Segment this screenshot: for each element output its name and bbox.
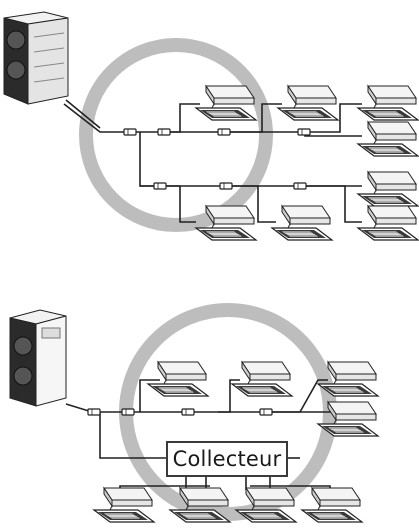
- collector-label: Collecteur: [172, 447, 282, 471]
- indoor-cassette-icon: [235, 487, 297, 523]
- branch-joint-icon: [217, 128, 231, 136]
- branch-joint-icon: [153, 182, 167, 190]
- branch-joint-icon: [293, 182, 307, 190]
- branch-joint-icon: [121, 408, 135, 416]
- branch-joint-icon: [219, 182, 233, 190]
- indoor-cassette-icon: [357, 205, 419, 241]
- branch-joint-icon: [259, 408, 273, 416]
- indoor-cassette-icon: [301, 487, 363, 523]
- branch-joint-icon: [157, 128, 171, 136]
- top-distribution-diagram: [3, 11, 419, 241]
- indoor-cassette-icon: [195, 85, 257, 121]
- bottom-collector-diagram: [9, 303, 379, 523]
- branch-joint-icon: [297, 128, 311, 136]
- indoor-cassette-icon: [357, 85, 419, 121]
- collector-label-box: Collecteur: [166, 441, 288, 477]
- indoor-cassette-icon: [357, 121, 419, 157]
- outdoor-unit-icon: [3, 11, 69, 105]
- branch-joint-icon: [123, 128, 137, 136]
- indoor-cassette-icon: [357, 171, 419, 207]
- refrigerant-piping-top: [63, 99, 362, 223]
- indoor-cassette-icon: [231, 361, 293, 397]
- outdoor-unit-icon: [9, 309, 67, 407]
- branch-joint-icon: [181, 408, 195, 416]
- indoor-cassette-icon: [271, 205, 333, 241]
- indoor-cassette-icon: [277, 85, 339, 121]
- branch-joint-icon: [87, 408, 101, 416]
- indoor-cassette-icon: [93, 487, 155, 523]
- highlight-ring-top: [79, 38, 273, 232]
- indoor-cassette-icon: [147, 361, 209, 397]
